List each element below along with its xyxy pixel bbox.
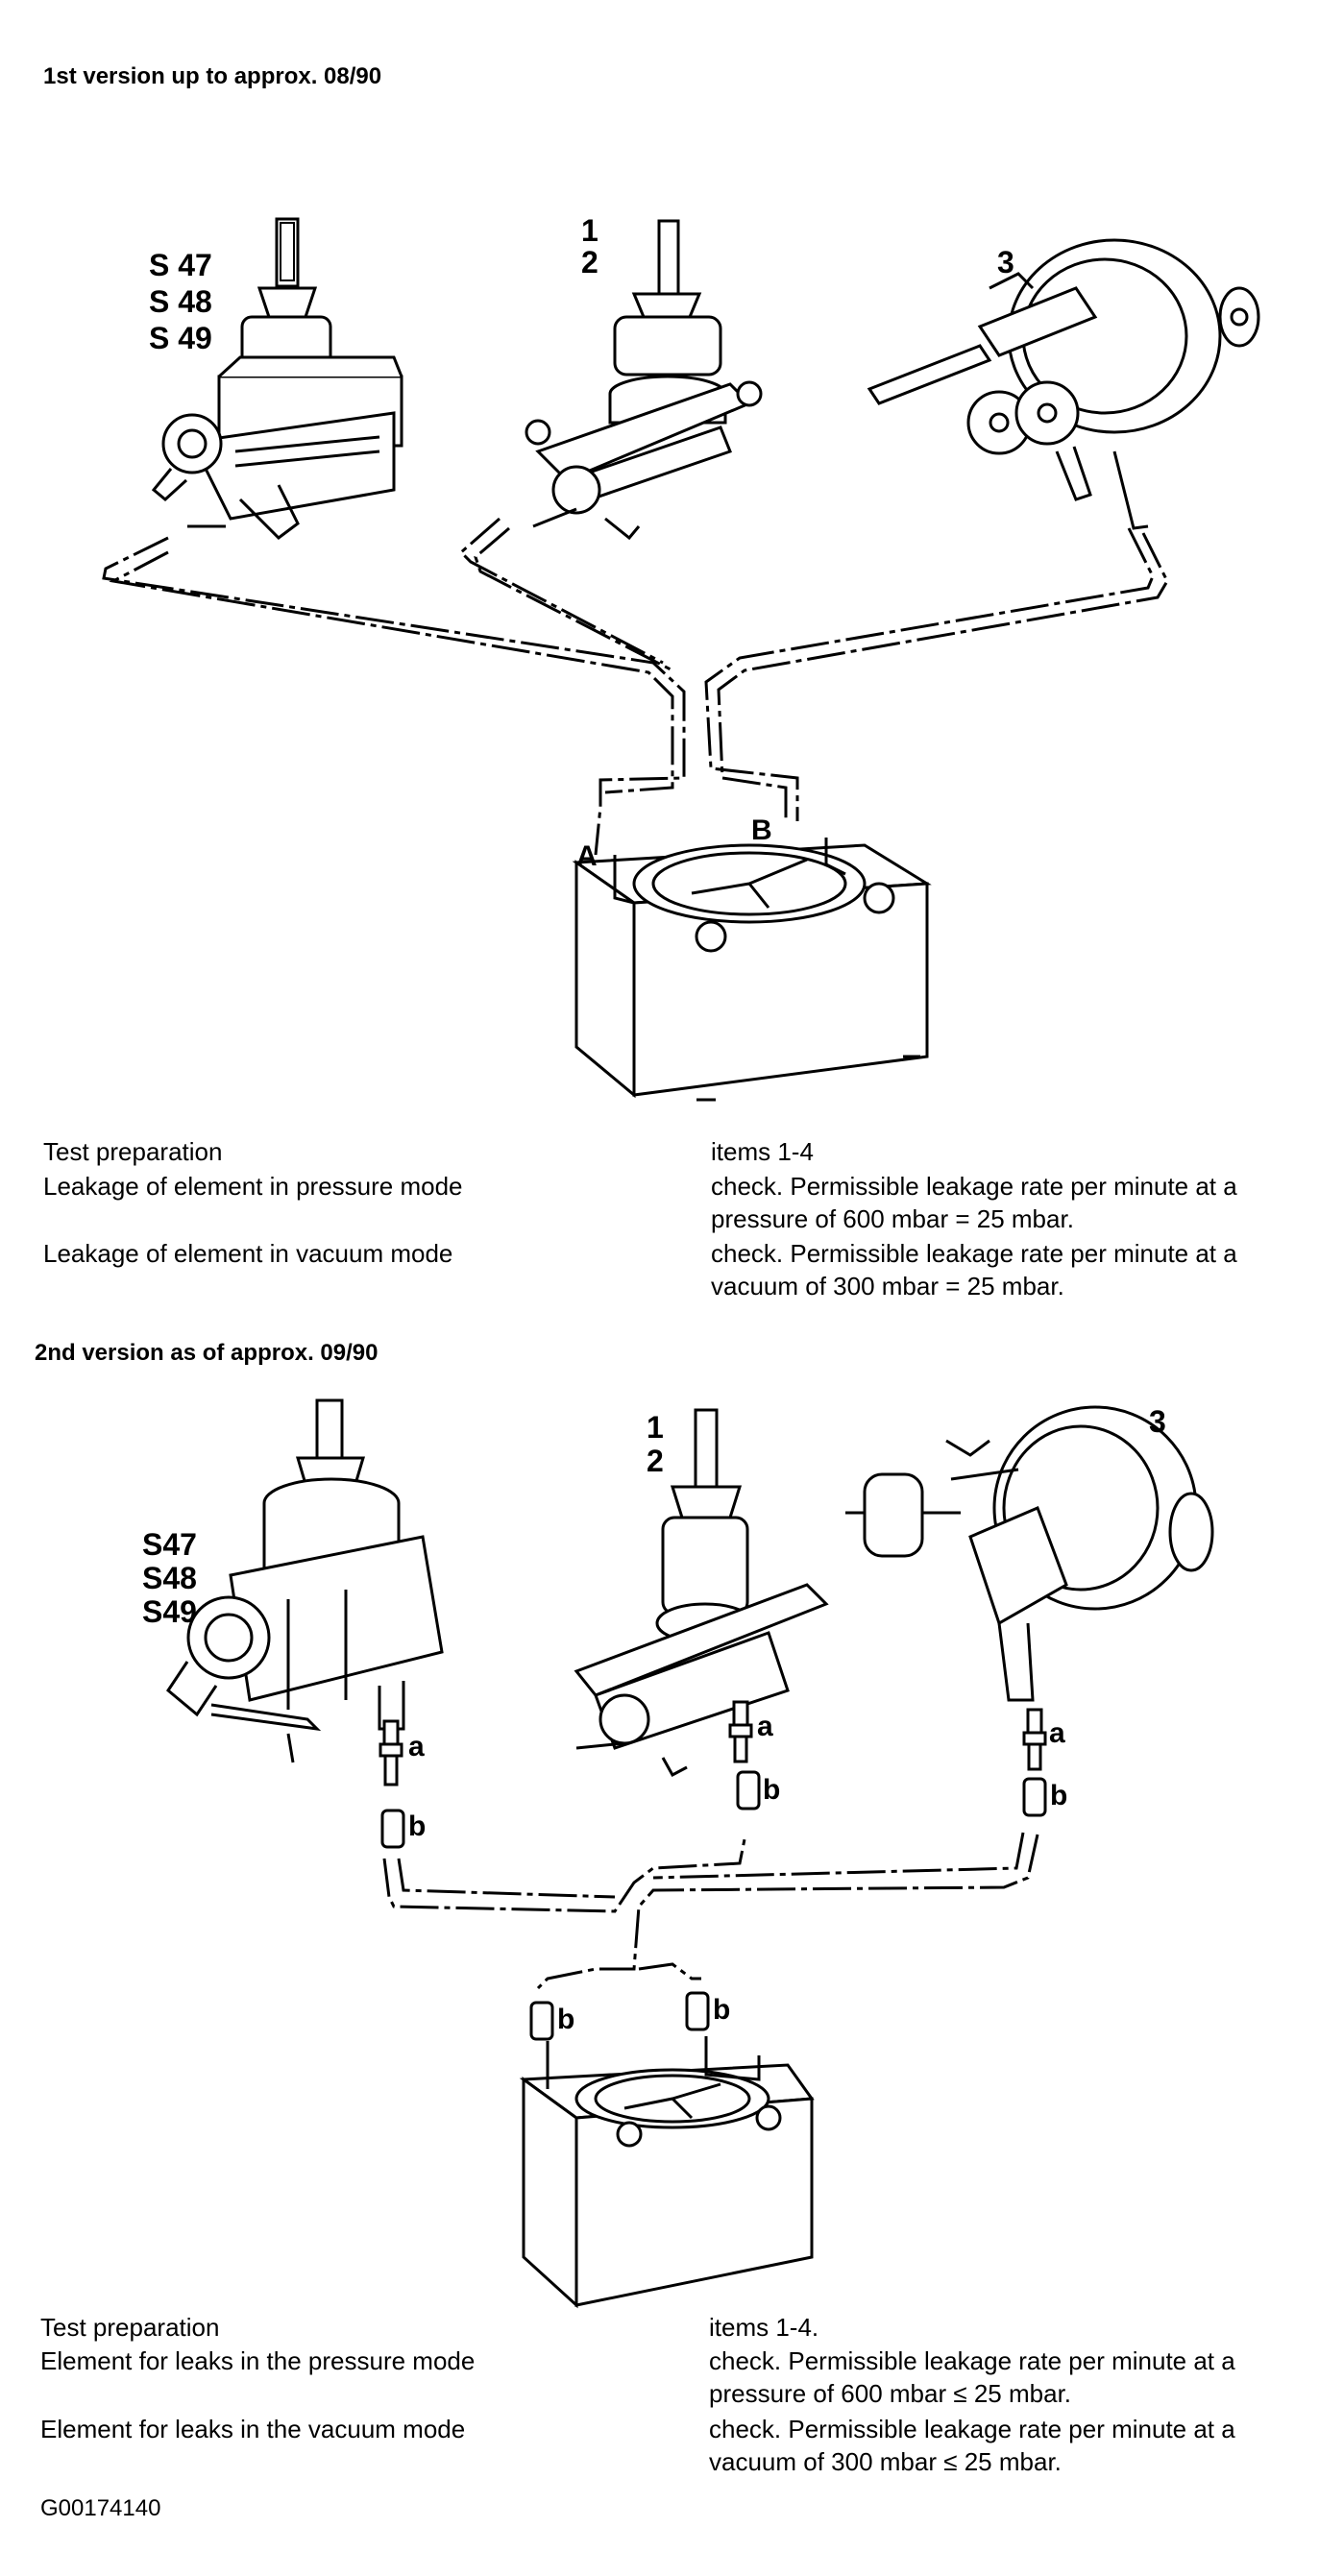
label-b-right: b xyxy=(1050,1780,1068,1811)
label-b-middle: b xyxy=(763,1774,781,1806)
label-b-left: b xyxy=(408,1810,427,1842)
section1-row-2-right: check. Permissible leakage rate per minu… xyxy=(711,1172,1237,1233)
label-port-b: B xyxy=(751,814,772,846)
label-s47-v2: S47 xyxy=(142,1527,197,1562)
section1-row-1-right: items 1-4 xyxy=(711,1137,814,1166)
heater-valve-illustration xyxy=(526,221,761,538)
section2-row-1-right: items 1-4. xyxy=(709,2313,819,2342)
label-s49-v2: S49 xyxy=(142,1594,197,1629)
figure-code: G00174140 xyxy=(40,2495,161,2521)
label-a-middle: a xyxy=(757,1711,773,1742)
heater-valve-illustration-v2 xyxy=(576,1410,826,1775)
section1-row-2-left: Leakage of element in pressure mode xyxy=(43,1172,463,1201)
label-1-v2: 1 xyxy=(647,1410,664,1445)
vacuum-unit-illustration xyxy=(869,240,1258,528)
label-s47: S 47 xyxy=(149,248,212,282)
leak-tester-box-1 xyxy=(576,838,927,1100)
section2-row-3-right: check. Permissible leakage rate per minu… xyxy=(709,2415,1235,2476)
section2-row-2-right: check. Permissible leakage rate per minu… xyxy=(709,2346,1235,2408)
section1-row-3-right: check. Permissible leakage rate per minu… xyxy=(711,1239,1237,1300)
label-s49: S 49 xyxy=(149,321,212,355)
section2-row-3-left: Element for leaks in the vacuum mode xyxy=(40,2415,466,2443)
hose-lines xyxy=(104,519,1167,855)
vacuum-unit-illustration-v2 xyxy=(845,1407,1212,1700)
section2-row-1-left: Test preparation xyxy=(40,2313,220,2342)
label-2: 2 xyxy=(581,245,598,279)
switchover-valve-s47-illustration xyxy=(154,219,402,538)
label-b-box-right: b xyxy=(713,1994,731,2026)
hose-lines-v2 xyxy=(384,1833,1038,1988)
switchover-valve-s47-illustration-v2 xyxy=(168,1400,442,1762)
label-a-right: a xyxy=(1049,1717,1065,1749)
adapter-connectors xyxy=(380,1702,1045,2039)
label-s48-v2: S48 xyxy=(142,1561,197,1595)
section1-row-1-left: Test preparation xyxy=(43,1137,223,1166)
label-2-v2: 2 xyxy=(647,1444,664,1478)
label-b-box-left: b xyxy=(557,2004,575,2035)
label-3: 3 xyxy=(997,245,1014,279)
section1-heading: 1st version up to approx. 08/90 xyxy=(43,63,382,89)
section2-heading: 2nd version as of approx. 09/90 xyxy=(35,1340,379,1366)
label-port-a: A xyxy=(576,840,598,872)
label-a-left: a xyxy=(408,1731,425,1762)
section2-row-2-left: Element for leaks in the pressure mode xyxy=(40,2346,476,2375)
section1-row-3-left: Leakage of element in vacuum mode xyxy=(43,1239,453,1268)
label-3-v2: 3 xyxy=(1149,1404,1166,1439)
label-s48: S 48 xyxy=(149,284,212,319)
label-1: 1 xyxy=(581,213,598,248)
leak-tester-box-2 xyxy=(524,2036,812,2305)
